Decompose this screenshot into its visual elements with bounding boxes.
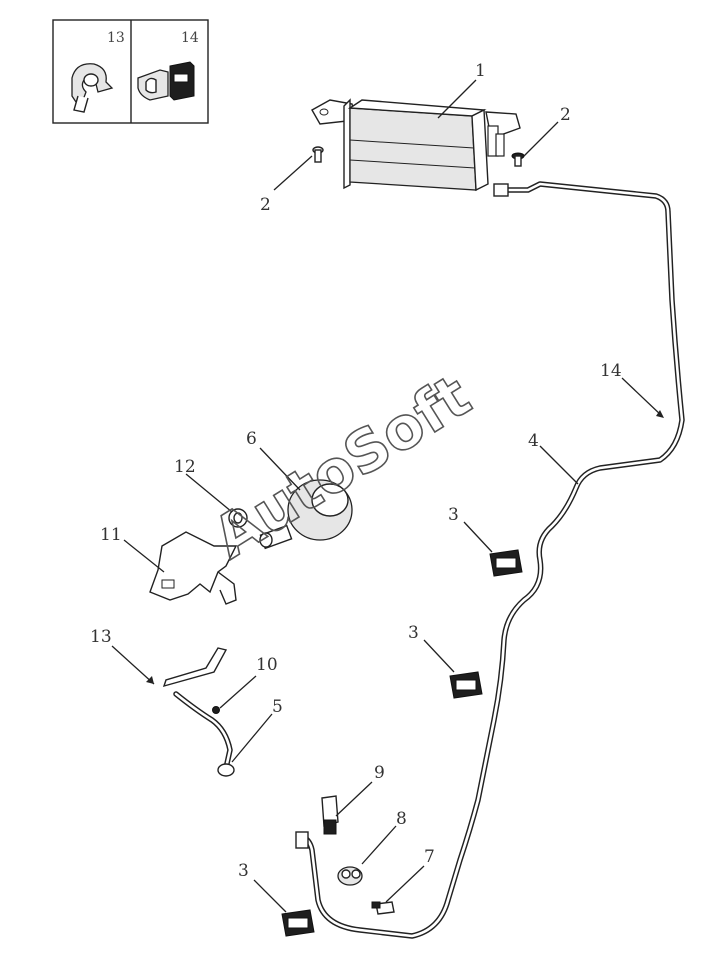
callout-14: 14 xyxy=(600,361,622,381)
bolt-part-2-right xyxy=(511,152,525,167)
callout-4: 4 xyxy=(528,431,539,451)
callout-6: 6 xyxy=(246,429,257,449)
callout-9: 9 xyxy=(374,763,385,783)
callout-10: 10 xyxy=(256,655,278,675)
bracket-part-11 xyxy=(149,531,238,605)
callout-5: 5 xyxy=(272,697,283,717)
callout-2-left: 2 xyxy=(260,195,271,215)
valve-part-6 xyxy=(259,479,353,550)
callout-1: 1 xyxy=(475,61,486,81)
clip-part-3-lower xyxy=(281,909,315,937)
callout-12: 12 xyxy=(174,457,196,477)
leader-lines xyxy=(111,79,664,913)
clip-part-3-upper xyxy=(489,549,523,577)
callout-11: 11 xyxy=(100,525,122,545)
inset-label-13: 13 xyxy=(107,30,125,46)
clip-part-7 xyxy=(371,901,395,915)
clamp-part-12 xyxy=(228,508,248,528)
vapor-line-part-4 xyxy=(295,181,685,939)
connector-part-9 xyxy=(321,795,339,835)
pipe-part-5 xyxy=(162,647,235,777)
callout-13: 13 xyxy=(90,627,112,647)
bolt-part-2-left xyxy=(312,146,324,163)
callout-2-right: 2 xyxy=(560,105,571,125)
inset-box: 13 14 xyxy=(52,19,209,124)
clip-part-8 xyxy=(337,866,363,886)
screw-part-10 xyxy=(212,706,220,714)
canister-part-1 xyxy=(311,98,521,192)
clip-13-icon xyxy=(71,63,114,113)
watermark-text: AutoSoft xyxy=(201,361,482,571)
callout-8: 8 xyxy=(396,809,407,829)
callout-3-middle: 3 xyxy=(408,623,419,643)
callout-7: 7 xyxy=(424,847,435,867)
clip-14-icon xyxy=(137,61,195,101)
callout-3-upper: 3 xyxy=(448,505,459,525)
inset-label-14: 14 xyxy=(181,30,199,46)
callout-3-lower: 3 xyxy=(238,861,249,881)
clip-part-3-middle xyxy=(449,671,483,699)
callout-numbers: 1 2 2 4 6 12 11 3 3 3 10 5 9 8 7 13 14 xyxy=(90,61,622,881)
